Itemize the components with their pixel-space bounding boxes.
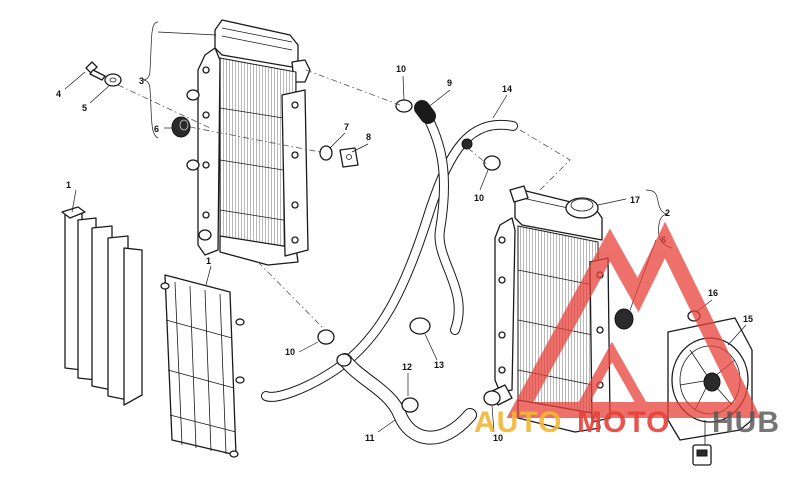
mesh-guard [160,274,245,458]
louvre-guard [61,206,143,406]
nut-clip-8 [339,147,359,168]
callout-2: 2 [665,208,670,218]
callout-16: 16 [708,288,718,298]
callout-6a: 6 [154,124,159,134]
callout-4: 4 [56,89,61,99]
callout-3: 3 [139,76,144,86]
watermark-text-auto: AUTO [474,406,562,439]
callout-7: 7 [344,122,349,132]
callout-10c: 10 [285,347,295,357]
clamp-13 [409,317,431,335]
callout-10b: 10 [474,193,484,203]
clamp-12 [401,397,419,413]
alignment-lines [117,69,571,331]
clamp-10a [395,99,413,113]
watermark-text-moto: MOTO [577,406,670,439]
watermark-logo [506,221,761,418]
hose-11 [338,353,477,445]
watermark-triangle-inner [575,341,650,413]
washer-5 [104,73,122,87]
grommet-6b [614,308,634,330]
callout-10a: 10 [396,64,406,74]
leader-lines [64,31,747,433]
clamp-10c [317,329,352,367]
callout-5: 5 [82,103,87,113]
callout-1a: 1 [66,180,71,190]
watermark-text-hub: HUB [712,406,780,439]
clamp-10d [483,390,501,406]
brace-2 [645,189,673,249]
grommet-6a [171,116,191,138]
callout-8: 8 [366,132,371,142]
callout-9: 9 [447,78,452,88]
watermark-triangle-outer [506,221,761,418]
callout-12: 12 [402,362,412,372]
brace-3 [142,21,159,139]
spacer-7 [319,145,333,161]
callout-15: 15 [743,314,753,324]
callout-10d: 10 [493,433,503,443]
callout-13: 13 [434,360,444,370]
callout-labels: 1 1 2 3 4 5 6 6 7 8 9 10 10 10 10 11 12 … [56,64,753,443]
callout-11: 11 [365,433,375,443]
left-radiator [186,19,311,266]
callout-17: 17 [630,195,640,205]
watermark-text: AUTO MOTO HUB [474,406,780,439]
callout-1b: 1 [206,256,211,266]
callout-14: 14 [502,84,512,94]
hose-9 [414,100,464,335]
clamp-10b [461,138,501,171]
bolt-4 [85,61,106,81]
